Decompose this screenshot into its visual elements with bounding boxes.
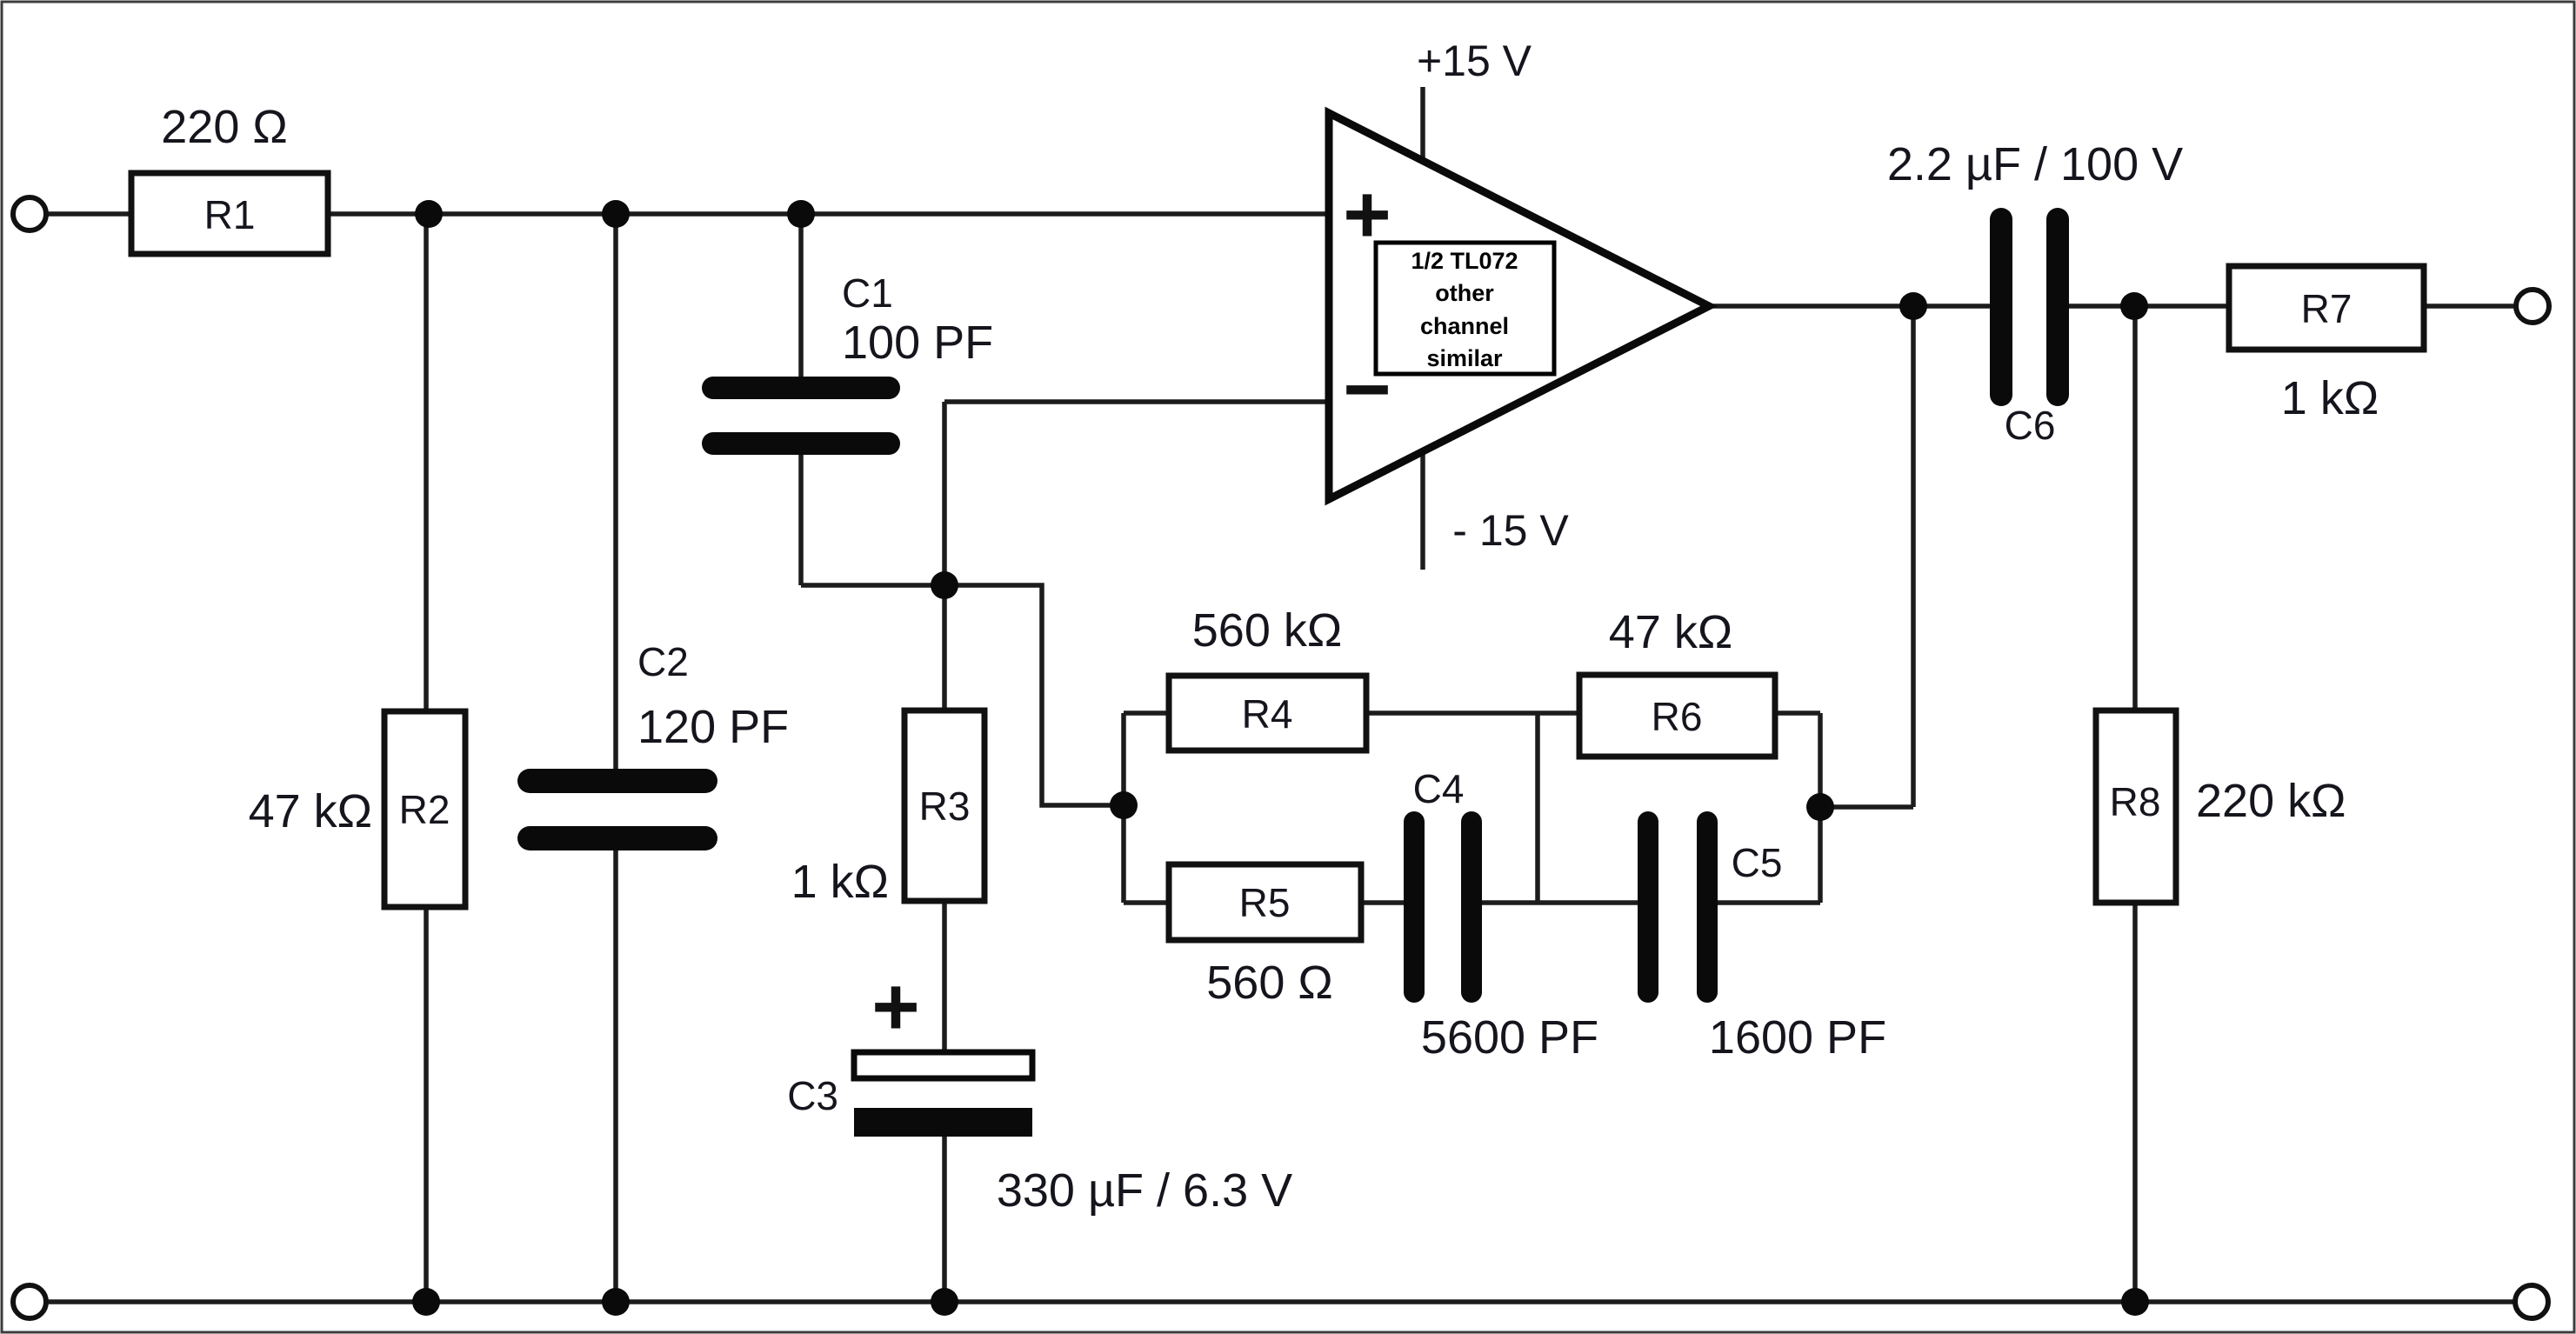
resistor-r7-body	[2226, 263, 2427, 353]
resistor-r5-label: R5	[1239, 880, 1291, 925]
capacitor-c3-value: 330 µF / 6.3 V	[997, 1164, 1292, 1217]
junction-dot	[1806, 793, 1834, 821]
junction-dot	[412, 1288, 440, 1316]
output-terminal	[2513, 287, 2552, 325]
resistor-r4-body	[1165, 672, 1370, 754]
resistor-r2-body	[381, 708, 469, 910]
capacitor-c5-value: 1600 PF	[1709, 1011, 1886, 1064]
resistor-r3-label: R3	[919, 784, 971, 829]
c3-polarity-plus-icon: +	[871, 961, 919, 1053]
capacitor-c2-label: C2	[637, 639, 689, 684]
c3-positive-plate	[851, 1049, 1036, 1082]
junction-dot	[1899, 292, 1927, 320]
junction-dot	[415, 200, 443, 228]
junction-dots	[412, 200, 2149, 1316]
capacitor-c6-value: 2.2 µF / 100 V	[1887, 138, 2183, 190]
resistor-r8-label: R8	[2110, 779, 2161, 824]
ground-terminal-left	[10, 1283, 49, 1321]
opamp-note-line: other	[1435, 280, 1494, 306]
input-terminal	[10, 195, 49, 233]
capacitor-c1-value: 100 PF	[842, 317, 993, 369]
resistor-r4-label: R4	[1242, 691, 1293, 737]
capacitor-c2-value: 120 PF	[637, 701, 789, 753]
opamp-note-line: similar	[1426, 345, 1503, 371]
junction-dot	[602, 200, 630, 228]
resistor-r6-label: R6	[1652, 694, 1703, 739]
resistor-r6-body	[1576, 671, 1779, 760]
c3-negative-plate	[854, 1108, 1032, 1137]
resistor-r1-body	[128, 170, 331, 257]
resistor-r8-body	[2092, 707, 2179, 906]
positive-supply-label: +15 V	[1417, 37, 1532, 85]
capacitor-c4-value: 5600 PF	[1421, 1011, 1598, 1064]
resistor-r7-value: 1 kΩ	[2281, 372, 2379, 424]
negative-supply-label: - 15 V	[1452, 506, 1569, 555]
junction-dot	[787, 200, 815, 228]
junction-dot	[2120, 292, 2148, 320]
resistor-r1-value: 220 Ω	[161, 101, 287, 153]
resistor-r6-value: 47 kΩ	[1609, 606, 1732, 658]
ground-terminal-right	[2513, 1283, 2551, 1321]
junction-dot	[931, 1288, 958, 1316]
opamp-note-line: 1/2 TL072	[1411, 248, 1518, 274]
resistor-r3-body	[901, 707, 988, 904]
wire	[944, 583, 1124, 808]
resistor-r1-label: R1	[204, 192, 256, 237]
resistor-r2-value: 47 kΩ	[249, 785, 372, 837]
junction-dot	[1110, 791, 1138, 819]
capacitors	[517, 208, 2069, 1137]
resistor-r4-value: 560 kΩ	[1192, 604, 1342, 657]
capacitor-c6-label: C6	[2005, 403, 2056, 448]
resistor-r7-label: R7	[2301, 286, 2352, 331]
junction-dot	[931, 571, 958, 599]
resistor-r5-body	[1165, 861, 1365, 944]
capacitor-c4-label: C4	[1413, 766, 1465, 811]
wires	[47, 87, 2514, 1304]
capacitor-c1-label: C1	[842, 270, 893, 316]
resistor-r5-value: 560 Ω	[1206, 957, 1332, 1009]
resistor-r2-label: R2	[399, 787, 450, 832]
junction-dot	[602, 1288, 630, 1316]
opamp-note-line: channel	[1420, 313, 1509, 339]
capacitor-c5-label: C5	[1732, 840, 1783, 885]
capacitor-c3-label: C3	[787, 1073, 838, 1118]
resistor-r8-value: 220 kΩ	[2196, 775, 2346, 827]
junction-dot	[2121, 1288, 2149, 1316]
opamp-note-box	[1373, 240, 1557, 377]
resistor-r3-value: 1 kΩ	[791, 856, 889, 908]
